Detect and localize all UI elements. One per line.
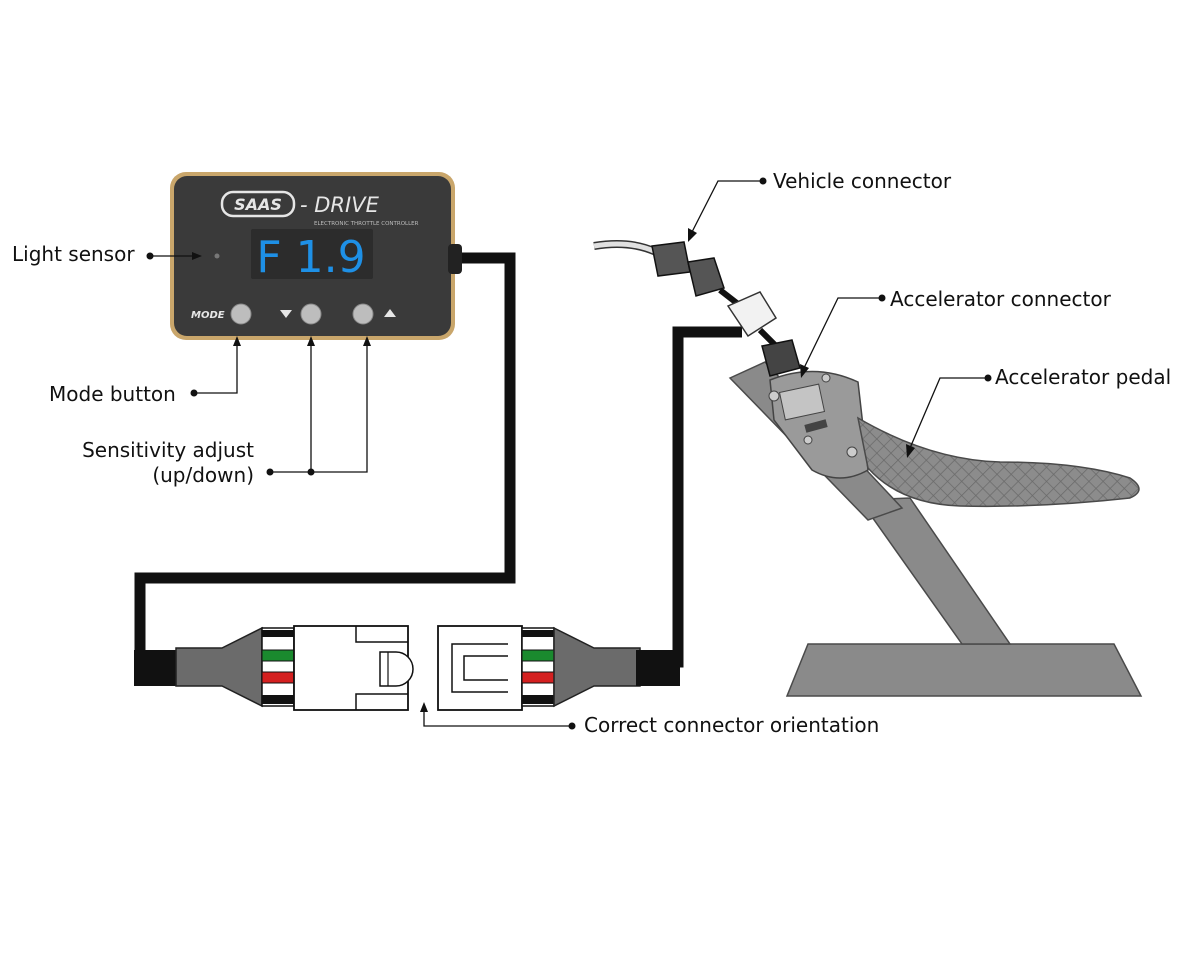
up-arrow-icon [384,309,396,317]
vehicle-connector-assembly [593,240,801,377]
device-brand: SAAS [234,195,282,214]
callout-dots [146,177,992,730]
pedal-pad [856,416,1140,508]
light-sensor-label: Light sensor [12,242,135,266]
down-button[interactable] [300,303,322,325]
accelerator-pedal-label: Accelerator pedal [995,365,1172,389]
connector-orientation-label: Correct connector orientation [584,713,880,737]
light-sensor-dot [214,253,220,259]
up-button[interactable] [352,303,374,325]
pedal-base [785,643,1143,697]
controller-device: SAAS - DRIVE ELECTRONIC THROTTLE CONTROL… [170,172,462,340]
display-window [251,229,373,279]
accelerator-plug [761,339,801,377]
device-tagline: ELECTRONIC THROTTLE CONTROLLER [314,221,419,227]
device-product-name: - DRIVE [300,193,380,217]
callout-lines [150,180,988,727]
sensitivity-label-line1: Sensitivity adjust [82,438,254,462]
mode-label: MODE [191,310,225,321]
right-connector-housing [437,625,523,711]
mode-button[interactable] [230,303,252,325]
vehicle-connector-label: Vehicle connector [773,169,952,193]
right-plug-assembly [437,625,680,711]
adapter-junction [726,291,778,338]
sensitivity-label-line2: (up/down) [152,463,254,487]
accelerator-pedal-assembly [728,361,1143,697]
left-plug-assembly [134,625,414,711]
pedal-stand [858,497,1012,645]
mode-button-label: Mode button [49,382,176,406]
accelerator-connector-label: Accelerator connector [890,287,1111,311]
adapter-plug [687,257,725,297]
down-arrow-icon [280,310,292,318]
device-cable-port [448,244,462,274]
saas-logo: SAAS [220,190,296,218]
callout-arrowheads [192,228,915,712]
display-readout: F 1.9 [256,232,365,283]
vehicle-plug [651,241,691,277]
